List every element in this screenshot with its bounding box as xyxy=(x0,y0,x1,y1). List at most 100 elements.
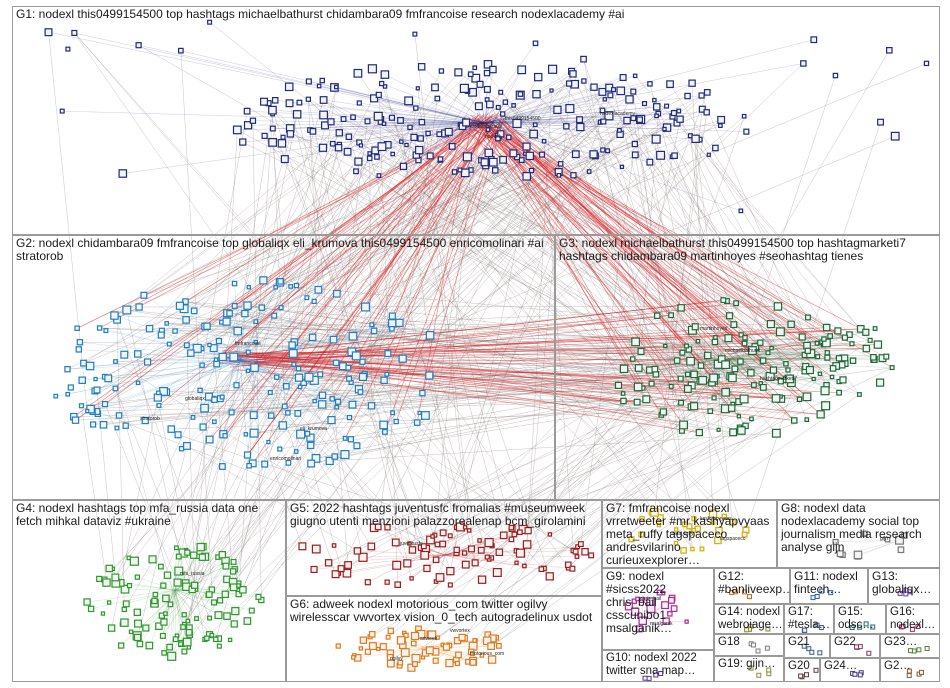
node xyxy=(249,411,258,420)
edge-strong xyxy=(215,122,501,360)
node xyxy=(167,601,174,608)
node-label: nodexl xyxy=(485,134,500,140)
group-pane-g12: G12: #banliveexp… xyxy=(714,568,790,604)
node xyxy=(418,118,426,126)
node xyxy=(673,357,681,364)
node xyxy=(720,297,727,304)
node xyxy=(413,419,421,426)
node xyxy=(236,583,241,588)
node xyxy=(233,326,243,336)
node xyxy=(515,548,526,558)
edge xyxy=(124,118,344,355)
node xyxy=(471,559,479,567)
edge xyxy=(215,88,465,360)
node xyxy=(814,594,820,599)
node-label: stratorob xyxy=(140,416,160,422)
node xyxy=(802,392,812,402)
edge xyxy=(338,147,625,370)
edge xyxy=(165,122,423,614)
node xyxy=(280,134,286,140)
edge-strong xyxy=(239,355,764,388)
node xyxy=(731,365,739,373)
node xyxy=(706,152,711,157)
edge xyxy=(568,331,781,569)
node xyxy=(651,365,659,373)
node xyxy=(747,369,755,377)
node xyxy=(395,318,404,327)
node xyxy=(334,144,343,152)
node xyxy=(288,341,296,349)
node xyxy=(426,152,434,160)
node xyxy=(834,327,842,335)
node xyxy=(128,629,134,635)
node-label: michaelbathurst xyxy=(725,348,761,354)
edge xyxy=(549,367,893,535)
node xyxy=(307,441,315,450)
node xyxy=(167,651,177,661)
node xyxy=(785,374,795,384)
edge-internal xyxy=(163,589,176,653)
edge-internal xyxy=(239,359,280,450)
node xyxy=(183,342,190,349)
node xyxy=(364,579,371,586)
edge-strong xyxy=(75,113,496,421)
node xyxy=(586,169,592,174)
node xyxy=(857,672,863,678)
edge-internal xyxy=(236,359,241,386)
edge-internal xyxy=(162,589,176,636)
node xyxy=(115,412,123,419)
node xyxy=(397,659,404,666)
edge xyxy=(725,75,836,409)
node xyxy=(630,115,637,122)
node xyxy=(717,123,723,129)
edge-internal xyxy=(229,313,241,361)
edge xyxy=(491,394,860,647)
edge-internal xyxy=(719,359,814,380)
edge xyxy=(373,98,741,362)
node xyxy=(216,643,222,649)
node xyxy=(89,421,97,428)
node xyxy=(229,352,239,362)
node xyxy=(691,516,697,522)
node xyxy=(610,87,616,93)
node xyxy=(821,336,827,342)
group-pane-g18: G18 xyxy=(714,634,784,656)
edge-internal xyxy=(239,315,275,361)
edge-internal xyxy=(378,94,486,124)
edge-internal xyxy=(719,359,875,361)
node xyxy=(703,351,712,360)
node xyxy=(243,432,249,437)
node xyxy=(407,663,416,672)
node xyxy=(209,344,218,353)
node xyxy=(524,526,532,535)
node xyxy=(353,68,363,78)
edge-internal xyxy=(103,359,241,425)
edge-internal xyxy=(169,589,176,648)
edge xyxy=(412,89,488,551)
edge-internal xyxy=(239,359,337,364)
node xyxy=(403,559,412,568)
node xyxy=(656,589,663,596)
node xyxy=(296,99,303,106)
edge xyxy=(391,76,539,324)
edge-internal xyxy=(381,83,486,124)
edge-internal xyxy=(91,589,176,610)
node xyxy=(334,84,339,90)
node xyxy=(396,636,406,645)
edge-internal xyxy=(439,122,486,161)
node xyxy=(829,374,835,380)
edge-strong xyxy=(234,122,485,307)
edge xyxy=(280,72,459,282)
node xyxy=(721,387,731,397)
edge xyxy=(500,92,826,391)
edge-internal xyxy=(239,321,256,361)
edge-internal xyxy=(444,526,461,556)
node xyxy=(479,653,485,658)
node xyxy=(329,140,336,147)
edge xyxy=(384,86,505,536)
node xyxy=(151,597,158,605)
node xyxy=(185,618,191,624)
group-label-g16: G16: nodexl… xyxy=(890,606,936,631)
node xyxy=(345,364,352,371)
edge xyxy=(649,83,722,360)
